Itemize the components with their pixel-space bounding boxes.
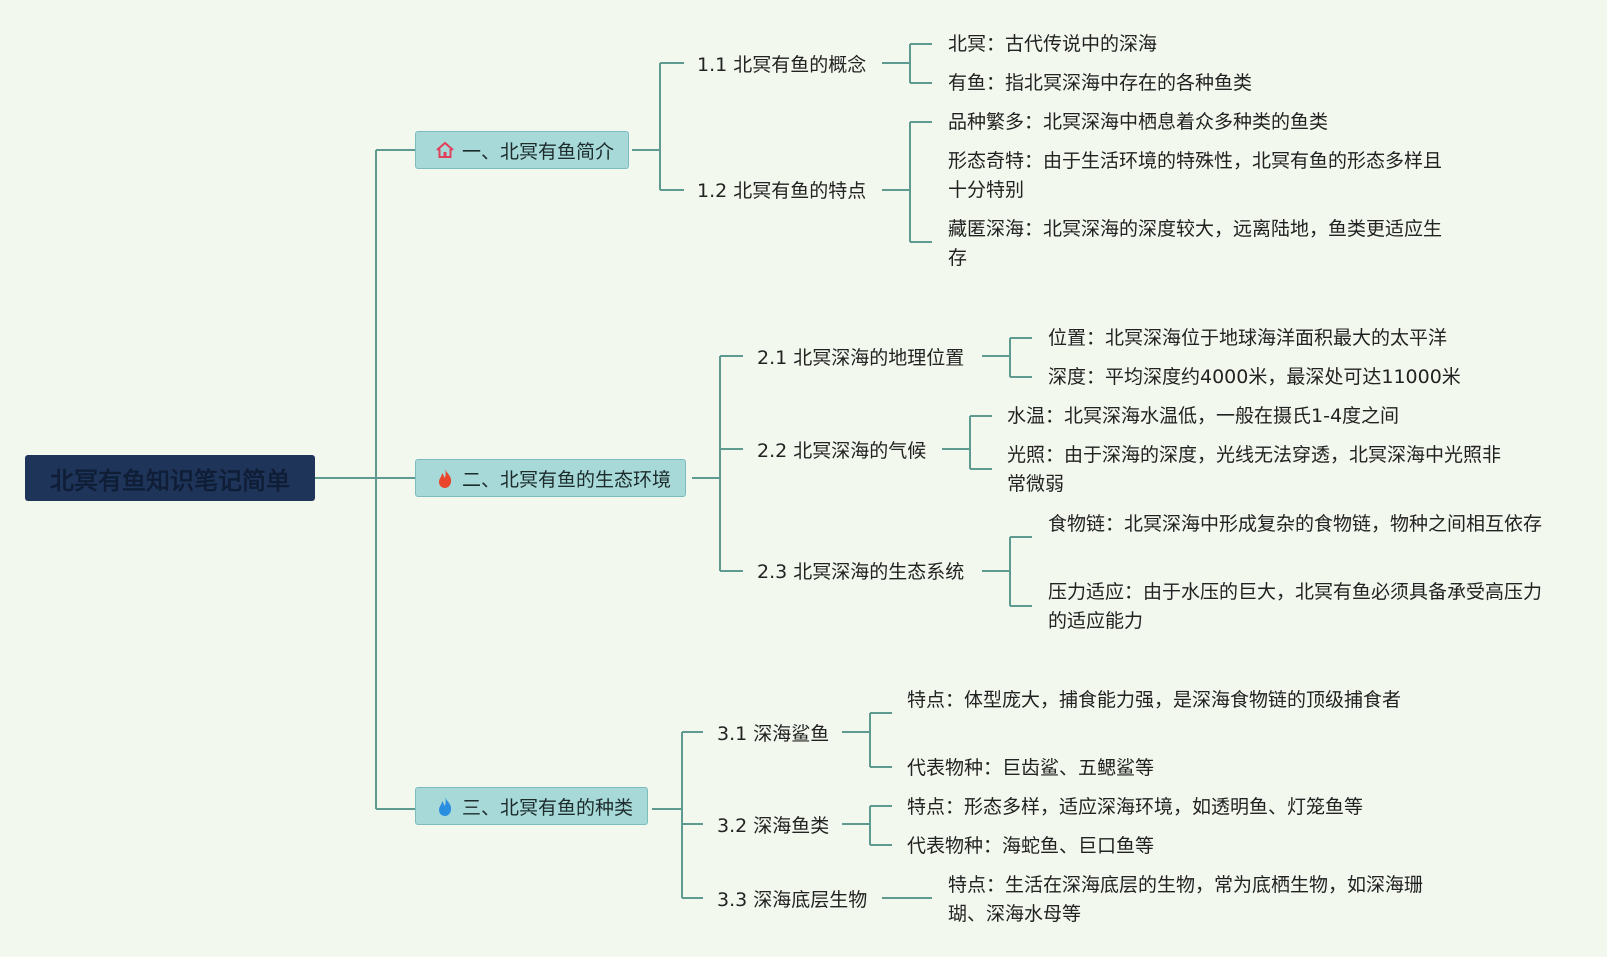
section-node-species[interactable]: 三、北冥有鱼的种类 <box>415 787 649 825</box>
sub-node-3-2[interactable]: 3.2 深海鱼类 <box>717 815 830 837</box>
sub-node-2-3[interactable]: 2.3 北冥深海的生态系统 <box>757 561 965 583</box>
leaf-note: 光照：由于深海的深度，光线无法穿透，北冥深海中光照非常微弱 <box>1007 444 1502 495</box>
sub-node-2-2[interactable]: 2.2 北冥深海的气候 <box>757 440 927 462</box>
root-title: 北冥有鱼知识笔记简单 <box>50 466 290 495</box>
leaf-note: 压力适应：由于水压的巨大，北冥有鱼必须具备承受高压力的适应能力 <box>1048 581 1543 632</box>
section-node-intro[interactable]: 一、北冥有鱼简介 <box>415 131 630 169</box>
leaf-note: 形态奇特：由于生活环境的特殊性，北冥有鱼的形态多样且十分特别 <box>948 150 1443 201</box>
leaf-note: 代表物种：海蛇鱼、巨口鱼等 <box>907 835 1155 857</box>
sub-node-1-2[interactable]: 1.2 北冥有鱼的特点 <box>697 180 867 202</box>
leaf-note: 特点：体型庞大，捕食能力强，是深海食物链的顶级捕食者 <box>907 689 1402 711</box>
sub-node-1-1[interactable]: 1.1 北冥有鱼的概念 <box>697 54 867 76</box>
sub-node-3-3[interactable]: 3.3 深海底层生物 <box>717 889 868 911</box>
section-node-ecology[interactable]: 二、北冥有鱼的生态环境 <box>415 459 687 497</box>
home-icon <box>434 139 456 161</box>
leaf-note: 代表物种：巨齿鲨、五鳃鲨等 <box>907 757 1155 779</box>
leaf-note: 藏匿深海：北冥深海的深度较大，远离陆地，鱼类更适应生存 <box>948 218 1443 269</box>
water-drop-flame-icon <box>434 795 456 817</box>
root-node[interactable]: 北冥有鱼知识笔记简单 <box>25 455 315 501</box>
section-label: 二、北冥有鱼的生态环境 <box>462 468 672 491</box>
section-label: 三、北冥有鱼的种类 <box>462 796 634 819</box>
leaf-note: 水温：北冥深海水温低，一般在摄氏1-4度之间 <box>1007 405 1400 427</box>
leaf-note: 深度：平均深度约4000米，最深处可达11000米 <box>1048 366 1461 388</box>
leaf-note: 特点：形态多样，适应深海环境，如透明鱼、灯笼鱼等 <box>907 796 1364 818</box>
section-label: 一、北冥有鱼简介 <box>462 140 615 163</box>
leaf-note: 特点：生活在深海底层的生物，常为底栖生物，如深海珊瑚、深海水母等 <box>948 874 1424 925</box>
leaf-note: 北冥：古代传说中的深海 <box>948 33 1158 55</box>
leaf-note: 位置：北冥深海位于地球海洋面积最大的太平洋 <box>1048 327 1448 349</box>
sub-node-3-1[interactable]: 3.1 深海鲨鱼 <box>717 723 830 745</box>
fire-icon <box>434 467 456 489</box>
leaf-note: 食物链：北冥深海中形成复杂的食物链，物种之间相互依存 <box>1048 513 1543 535</box>
sub-node-2-1[interactable]: 2.1 北冥深海的地理位置 <box>757 347 965 369</box>
leaf-note: 品种繁多：北冥深海中栖息着众多种类的鱼类 <box>948 111 1329 133</box>
leaf-note: 有鱼：指北冥深海中存在的各种鱼类 <box>948 72 1253 94</box>
